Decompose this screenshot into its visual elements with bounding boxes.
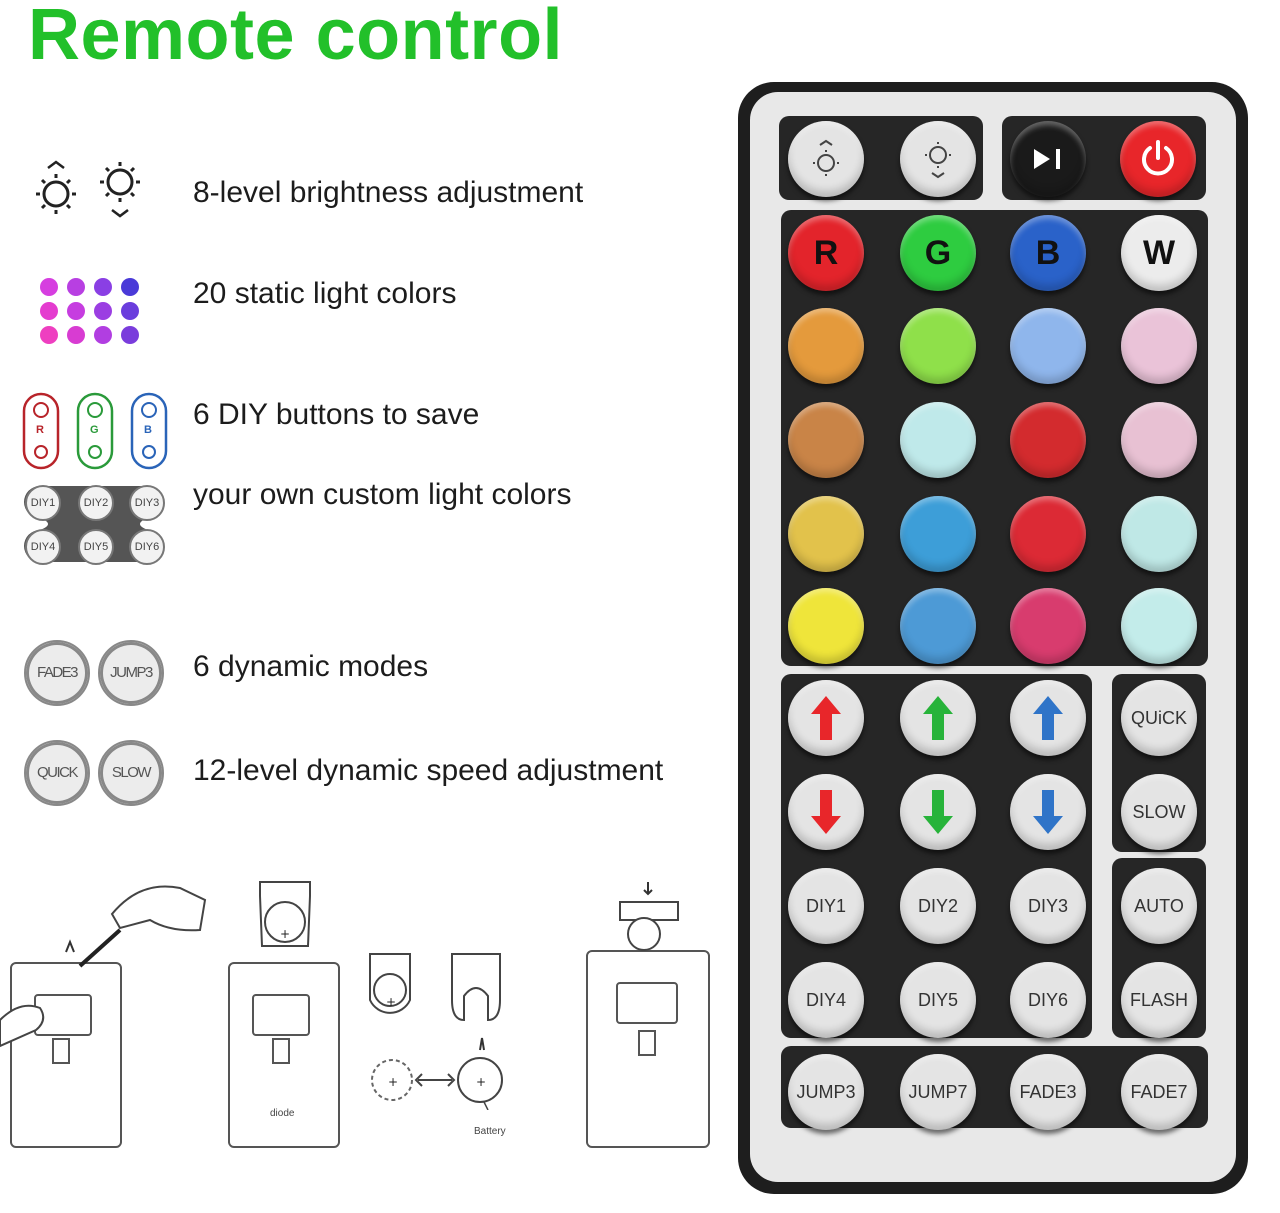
feature-static-colors: 20 static light colors xyxy=(193,277,457,310)
diy-pill-r-label: R xyxy=(36,424,44,436)
color-button-r4-c3[interactable] xyxy=(1010,496,1086,572)
fade7-button[interactable]: FADE7 xyxy=(1121,1054,1197,1130)
diy2-mini-icon: DIY2 xyxy=(78,485,114,521)
brightness-up-button[interactable] xyxy=(788,121,864,197)
brightness-up-icon xyxy=(30,160,82,220)
svg-text:+: + xyxy=(280,927,290,941)
color-button-r5-c4[interactable] xyxy=(1121,588,1197,664)
red-up-button[interactable] xyxy=(788,680,864,756)
green-up-arrow-icon xyxy=(923,696,953,740)
diy-pill-b-label: B xyxy=(144,424,152,436)
jump3-button[interactable]: JUMP3 xyxy=(788,1054,864,1130)
auto-button[interactable]: AUTO xyxy=(1121,868,1197,944)
battery-install-diagram: diode + + + + Battery xyxy=(0,870,720,1160)
red-down-button[interactable] xyxy=(788,774,864,850)
slow-button[interactable]: SLOW xyxy=(1121,774,1197,850)
color-button-r5-c2[interactable] xyxy=(900,588,976,664)
red-down-arrow-icon xyxy=(811,790,841,834)
power-button[interactable] xyxy=(1120,121,1196,197)
fade3-mini-icon: FADE3 xyxy=(24,640,90,706)
color-button-r3-c3[interactable] xyxy=(1010,402,1086,478)
flash-button[interactable]: FLASH xyxy=(1121,962,1197,1038)
diy-pill-g-label: G xyxy=(90,424,99,436)
green-up-button[interactable] xyxy=(900,680,976,756)
jump7-button[interactable]: JUMP7 xyxy=(900,1054,976,1130)
diy5-button[interactable]: DIY5 xyxy=(900,962,976,1038)
color-button-r2-c3[interactable] xyxy=(1010,308,1086,384)
green-down-button[interactable] xyxy=(900,774,976,850)
color-button-r5-c3[interactable] xyxy=(1010,588,1086,664)
play-pause-button[interactable] xyxy=(1010,121,1086,197)
diy3-mini-icon: DIY3 xyxy=(129,485,165,521)
power-icon xyxy=(1142,140,1174,176)
diy1-mini-icon: DIY1 xyxy=(25,485,61,521)
diy6-mini-icon: DIY6 xyxy=(129,529,165,565)
diagram-diode-label: diode xyxy=(270,1108,295,1119)
jump3-mini-icon: JUMP3 xyxy=(98,640,164,706)
remote-back-step1 xyxy=(10,962,122,1148)
color-button-r3-c1[interactable] xyxy=(788,402,864,478)
feature-brightness: 8-level brightness adjustment xyxy=(193,176,584,209)
blue-down-arrow-icon xyxy=(1033,790,1063,834)
blue-down-button[interactable] xyxy=(1010,774,1086,850)
quick-button[interactable]: QUiCK xyxy=(1121,680,1197,756)
diy4-button[interactable]: DIY4 xyxy=(788,962,864,1038)
blue-up-button[interactable] xyxy=(1010,680,1086,756)
color-button-r3-c4[interactable] xyxy=(1121,402,1197,478)
red-up-arrow-icon xyxy=(811,696,841,740)
diy-color-pills-icon: R G B xyxy=(22,392,168,472)
color-button-r2-c4[interactable] xyxy=(1121,308,1197,384)
remote-back-step2 xyxy=(228,962,340,1148)
color-button-r5-c1[interactable] xyxy=(788,588,864,664)
diy6-button[interactable]: DIY6 xyxy=(1010,962,1086,1038)
diy4-mini-icon: DIY4 xyxy=(25,529,61,565)
blue-up-arrow-icon xyxy=(1033,696,1063,740)
svg-text:+: + xyxy=(388,1075,398,1089)
svg-text:+: + xyxy=(476,1075,486,1089)
diy2-button[interactable]: DIY2 xyxy=(900,868,976,944)
brightness-down-button[interactable] xyxy=(900,121,976,197)
color-button-r4-c1[interactable] xyxy=(788,496,864,572)
color-button-r2-c2[interactable] xyxy=(900,308,976,384)
color-r-button[interactable]: R xyxy=(788,215,864,291)
play-pause-icon xyxy=(1034,149,1060,169)
page-title: Remote control xyxy=(28,0,564,75)
feature-diy-save: 6 DIY buttons to save xyxy=(193,398,480,431)
green-down-arrow-icon xyxy=(923,790,953,834)
color-button-r4-c4[interactable] xyxy=(1121,496,1197,572)
feature-custom-colors: your own custom light colors xyxy=(193,478,572,511)
brightness-down-icon xyxy=(94,160,146,220)
svg-text:+: + xyxy=(386,995,396,1009)
fade3-button[interactable]: FADE3 xyxy=(1010,1054,1086,1130)
diy5-mini-icon: DIY5 xyxy=(78,529,114,565)
color-w-button[interactable]: W xyxy=(1121,215,1197,291)
diy-buttons-icon: DIY1 DIY2 DIY3 DIY4 DIY5 DIY6 xyxy=(22,482,166,566)
color-g-button[interactable]: G xyxy=(900,215,976,291)
color-dots-icon xyxy=(38,276,148,348)
diagram-battery-label: Battery xyxy=(474,1126,506,1137)
color-button-r3-c2[interactable] xyxy=(900,402,976,478)
color-b-button[interactable]: B xyxy=(1010,215,1086,291)
quick-mini-icon: QUICK xyxy=(24,740,90,806)
color-button-r2-c1[interactable] xyxy=(788,308,864,384)
diy1-button[interactable]: DIY1 xyxy=(788,868,864,944)
feature-dynamic-modes: 6 dynamic modes xyxy=(193,650,429,683)
color-button-r4-c2[interactable] xyxy=(900,496,976,572)
slow-mini-icon: SLOW xyxy=(98,740,164,806)
feature-speed: 12-level dynamic speed adjustment xyxy=(193,754,664,787)
diy3-button[interactable]: DIY3 xyxy=(1010,868,1086,944)
